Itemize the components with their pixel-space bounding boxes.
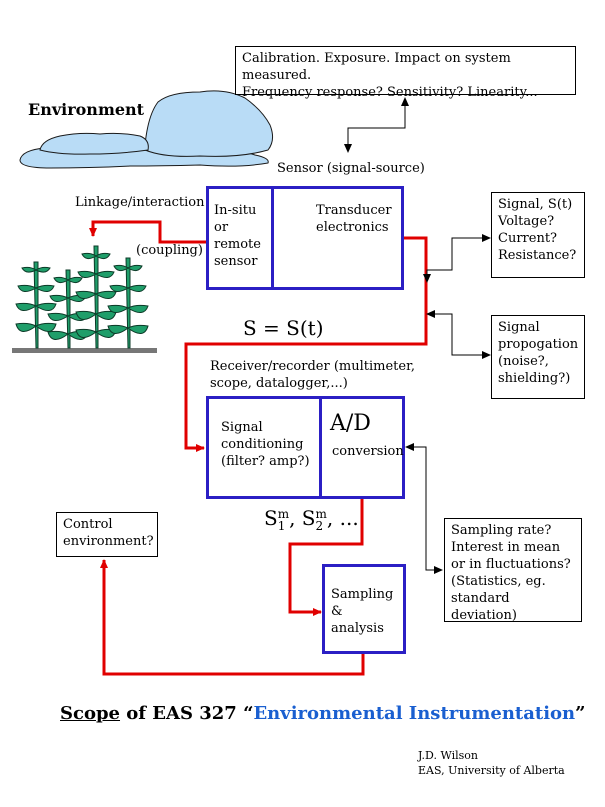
sampling-box [322,564,406,654]
sampling-line: analysis [331,621,384,636]
conditioning-line: conditioning [221,437,304,452]
sm-sup: m [315,506,327,521]
sensor-label: Sensor (signal-source) [277,161,425,176]
insitu-line: remote [214,237,261,252]
receiver-divider [319,396,322,499]
linkage-label: Linkage/interaction [75,195,205,210]
sm-sup: m [277,506,290,521]
propagation-line: propogation [498,337,579,352]
credit-author: J.D. Wilson [418,749,478,762]
propagation-line: (noise?, [498,354,549,369]
sensor-box [206,186,404,290]
cloud-icon [19,90,274,169]
sampling-rate-line: (Statistics, eg. [451,574,546,589]
sampling-rate-line: Sampling rate? [451,523,552,538]
propagation-line: shielding?) [498,371,571,386]
sm-sub: 1 [277,518,286,533]
signal-box-line: Current? [498,231,558,246]
sm-sub: 2 [315,518,324,533]
sm-s: S [264,506,278,530]
page-title: Scope of EAS 327 “Environmental Instrume… [60,703,586,724]
calibration-line-2: Frequency response? Sensitivity? Lineari… [242,85,538,100]
digitized-path-arrow [288,498,364,616]
ad-conversion: conversion [332,444,404,459]
ad-title: A/D [330,411,371,436]
sampling-rate-line: standard deviation) [451,591,517,623]
coupling-arrow [89,220,206,244]
title-course: Environmental Instrumentation [253,703,576,724]
sensor-divider [271,186,274,290]
conditioning-text: Signal conditioning (filter? amp?) [221,419,310,470]
receiver-line: Receiver/recorder (multimeter, [210,359,416,374]
signal-box: Signal, S(t) Voltage? Current? Resistanc… [491,192,585,278]
signal-box-line: Voltage? [498,214,555,229]
sampling-rate-line: or in fluctuations? [451,557,571,572]
sampling-line: & [331,604,343,619]
sm-tail: , ... [326,506,359,530]
transducer-line: Transducer [316,203,392,218]
calibration-link [344,97,409,153]
transducer-line: electronics [316,220,389,235]
control-line: Control [63,517,113,532]
sampling-line: Sampling [331,587,394,602]
environment-label: Environment [28,100,145,119]
credit: J.D. Wilson EAS, University of Alberta [418,748,565,778]
insitu-line: In-situ [214,203,257,218]
signal-equation: S = S(t) [243,316,324,340]
signal-box-line: Signal, S(t) [498,197,573,212]
title-scope: Scope [60,703,121,724]
sampling-text: Sampling & analysis [331,586,393,637]
calibration-box: Calibration. Exposure. Impact on system … [235,46,576,100]
propagation-line: Signal [498,320,540,335]
conditioning-line: Signal [221,420,263,435]
plants-icon [12,245,157,353]
credit-affiliation: EAS, University of Alberta [418,764,565,777]
signal-path-arrow [184,236,428,452]
calibration-line-1: Calibration. Exposure. Impact on system … [242,51,511,83]
signal-box-line: Resistance? [498,248,577,263]
receiver-label: Receiver/recorder (multimeter, scope, da… [210,358,415,392]
control-box: Control environment? [56,512,158,557]
title-close: ” [575,703,586,724]
signal-box-link [423,234,491,283]
propagation-box: Signal propogation (noise?, shielding?) [491,315,585,399]
feedback-arrow [100,559,365,676]
insitu-line: or [214,220,229,235]
receiver-box [206,396,405,499]
transducer-text: Transducer electronics [316,202,392,236]
sampling-rate-line: Interest in mean [451,540,561,555]
control-line: environment? [63,534,154,549]
sampling-rate-box: Sampling rate? Interest in mean or in fl… [444,518,582,623]
coupling-label: (coupling) [136,243,203,258]
propagation-link [426,310,491,359]
conditioning-line: (filter? amp?) [221,454,310,469]
receiver-line: scope, datalogger,...) [210,376,348,391]
insitu-line: sensor [214,254,258,269]
insitu-text: In-situ or remote sensor [214,202,261,270]
sampling-rate-link [405,443,443,574]
sm-sep: , S [289,506,316,530]
title-of: of EAS 327 “ [120,703,254,724]
